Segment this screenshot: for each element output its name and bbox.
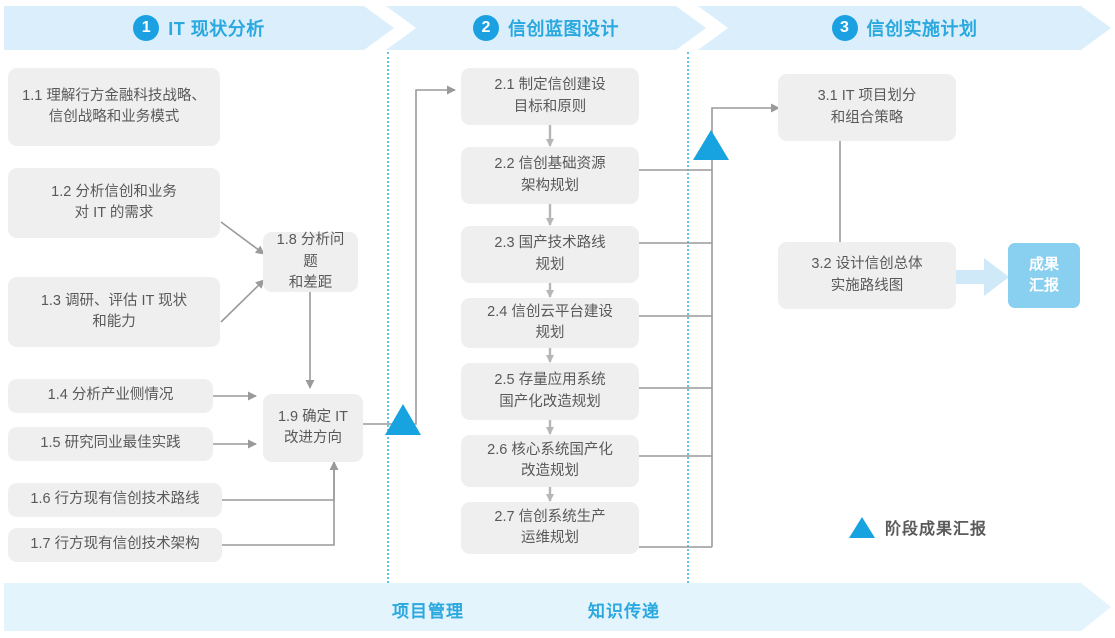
task-box-1-7[interactable]: 1.7 行方现有信创技术架构: [8, 528, 222, 562]
phase-header-2[interactable]: 2 信创蓝图设计: [386, 6, 706, 50]
banner-item-project-management[interactable]: 项目管理: [392, 602, 464, 621]
task-box-3-1[interactable]: 3.1 IT 项目划分 和组合策略: [778, 74, 956, 141]
task-box-2-3[interactable]: 2.3 国产技术路线 规划: [461, 226, 639, 283]
phase-header-3-content: 3 信创实施计划: [831, 15, 978, 41]
task-box-1-5[interactable]: 1.5 研究同业最佳实践: [8, 427, 213, 461]
phase-header-1[interactable]: 1 IT 现状分析: [4, 6, 394, 50]
phase-number-badge-1: 1: [133, 15, 160, 41]
task-box-1-1[interactable]: 1.1 理解行方金融科技战略、 信创战略和业务模式: [8, 68, 220, 146]
task-box-2-4[interactable]: 2.4 信创云平台建设 规划: [461, 298, 639, 348]
phase-header-1-content: 1 IT 现状分析: [133, 15, 265, 41]
milestone-triangle-icon: [849, 516, 875, 538]
phase-number-badge-2: 2: [473, 15, 499, 41]
phase-header-2-content: 2 信创蓝图设计: [473, 15, 619, 41]
phase-title-3: 信创实施计划: [866, 19, 978, 39]
task-box-1-4[interactable]: 1.4 分析产业侧情况: [8, 379, 213, 413]
phase-separator-2: [687, 52, 689, 583]
task-box-2-2[interactable]: 2.2 信创基础资源 架构规划: [461, 147, 639, 204]
milestone-triangle-phase2: [693, 130, 729, 160]
legend-label: 阶段成果汇报: [885, 521, 988, 538]
task-box-1-9[interactable]: 1.9 确定 IT 改进方向: [263, 394, 363, 462]
phase-number-badge-3: 3: [831, 15, 858, 41]
task-box-3-2[interactable]: 3.2 设计信创总体 实施路线图: [778, 242, 956, 309]
phase-header-3[interactable]: 3 信创实施计划: [698, 6, 1111, 50]
banner-item-knowledge-transfer[interactable]: 知识传递: [588, 602, 660, 621]
task-box-2-1[interactable]: 2.1 制定信创建设 目标和原则: [461, 68, 639, 125]
bottom-banner: [4, 583, 1111, 631]
task-box-1-3[interactable]: 1.3 调研、评估 IT 现状 和能力: [8, 277, 220, 347]
phase-title-1: IT 现状分析: [168, 19, 265, 39]
milestone-triangle-phase1: [385, 404, 421, 435]
task-box-1-6[interactable]: 1.6 行方现有信创技术路线: [8, 483, 222, 517]
legend: 阶段成果汇报: [849, 515, 987, 539]
phase-title-2: 信创蓝图设计: [508, 19, 619, 39]
task-box-2-5[interactable]: 2.5 存量应用系统 国产化改造规划: [461, 363, 639, 420]
task-box-1-8[interactable]: 1.8 分析问题 和差距: [263, 232, 358, 292]
task-box-1-2[interactable]: 1.2 分析信创和业务 对 IT 的需求: [8, 168, 220, 238]
task-box-2-7[interactable]: 2.7 信创系统生产 运维规划: [461, 502, 639, 554]
phase-separator-1: [387, 52, 389, 583]
task-box-2-6[interactable]: 2.6 核心系统国产化 改造规划: [461, 435, 639, 487]
result-badge[interactable]: 成果 汇报: [1008, 243, 1080, 308]
